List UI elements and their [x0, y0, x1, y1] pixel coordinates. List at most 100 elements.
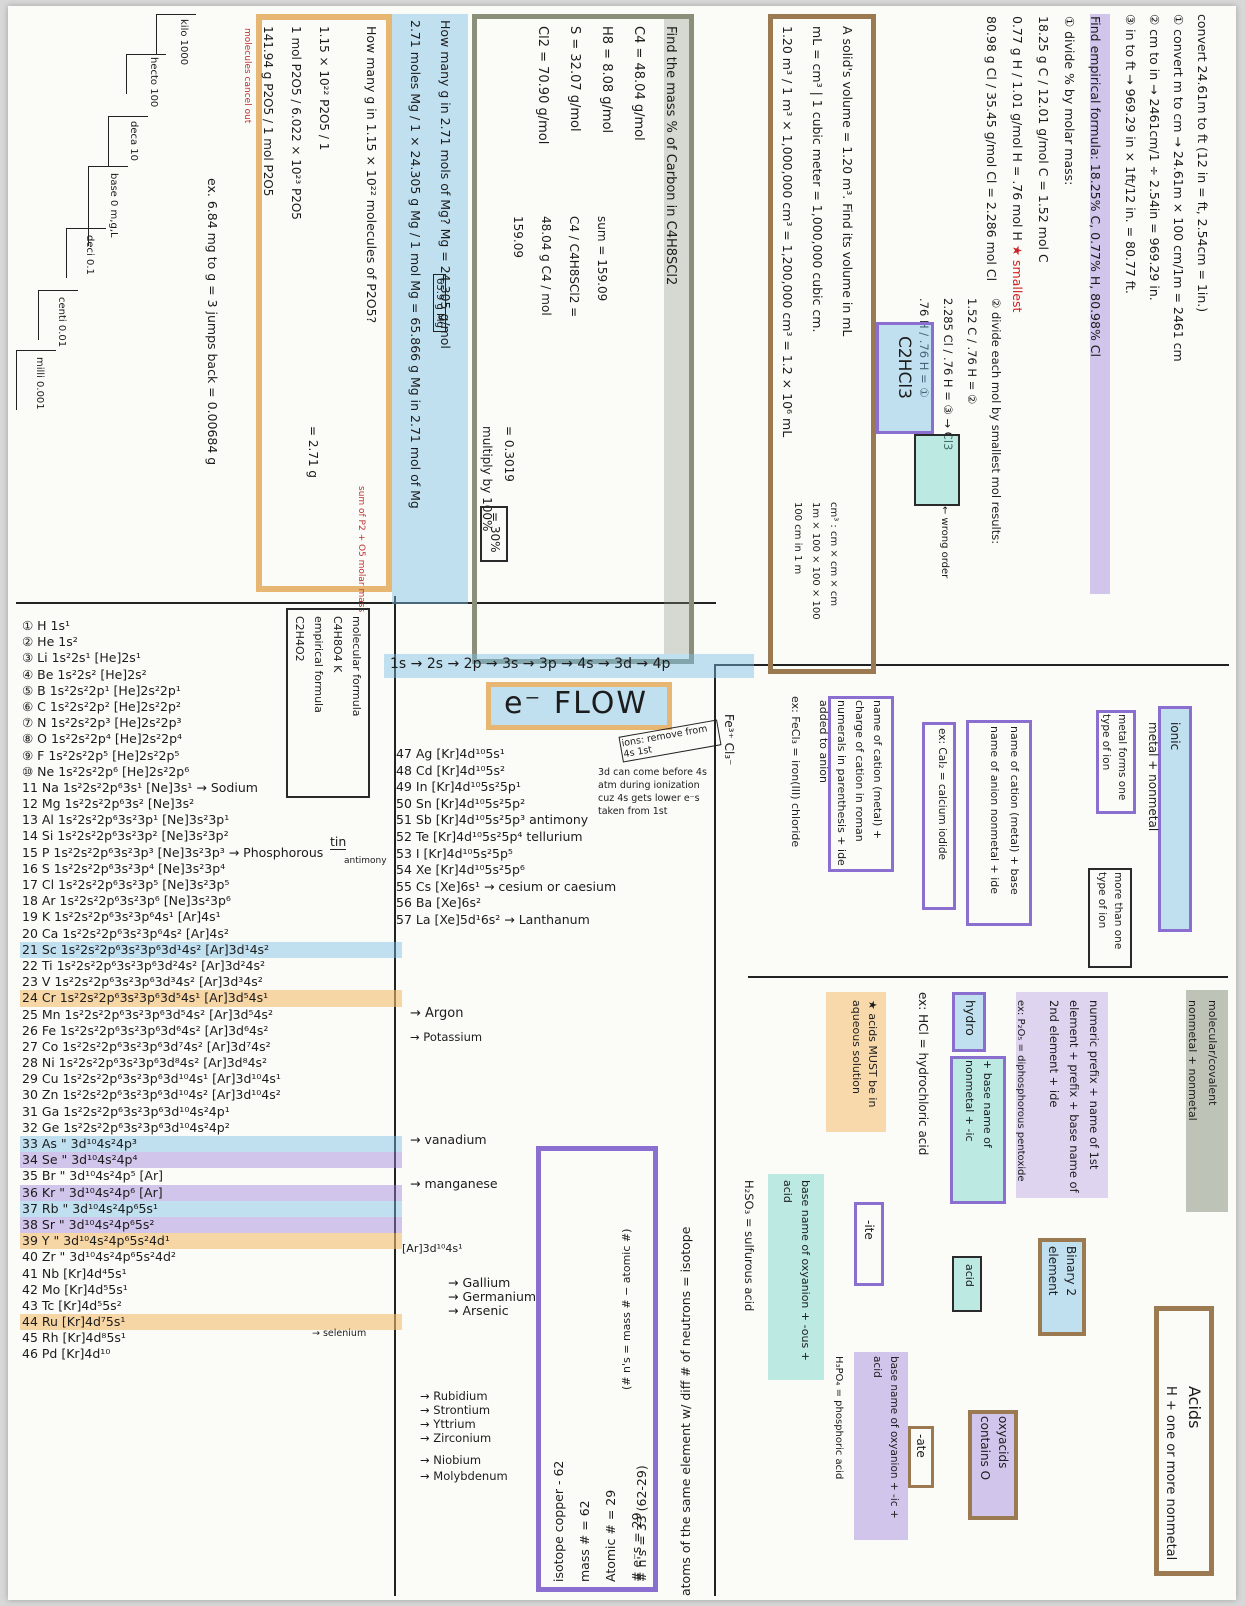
name-ni-config: [Ar]3d¹⁰4s¹ — [402, 1242, 463, 1255]
element-row: ① H 1s¹ — [22, 618, 71, 633]
conversion-block: convert 24.61m to ft (12 in = ft, 2.54cm… — [1118, 14, 1214, 362]
metric-milli: milli 0.001 — [16, 350, 56, 410]
ionic-header: ionic metal + nonmetal — [1142, 722, 1186, 831]
ionic-one: metal forms one type of ion — [1100, 714, 1128, 801]
eflow-note: 3d can come before 4s atm during ionizat… — [598, 767, 707, 817]
element-row: 32 Ge 1s²2s²2p⁶3s²3p⁶3d¹⁰4s²4p² — [22, 1119, 230, 1135]
divider-vertical-left — [394, 596, 396, 1596]
element-row: 45 Rh [Kr]4d⁸5s¹ — [22, 1330, 126, 1346]
element-row: 24 Cr 1s²2s²2p⁶3s²3p⁶3d⁵4s¹ [Ar]3d⁵4s¹ — [20, 990, 402, 1007]
empirical-answer: C2HCl3 — [894, 336, 914, 399]
phosphorus-calc-2: 1 mol P2O5 / 6.022 × 10²³ P2O5 — [289, 26, 303, 220]
element-row: 40 Zr " 3d¹⁰4s²4p⁶5s²4d² — [22, 1249, 176, 1265]
element-row: 16 S 1s²2s²2p⁶3s²3p⁴ [Ne]3s²3p⁴ — [22, 860, 226, 876]
magnesium-box — [392, 14, 468, 604]
element-row: 47 Ag [Kr]4d¹⁰5s¹ — [396, 746, 505, 761]
oxy-box — [968, 1410, 1018, 1520]
h2so3: H₂SO₃ = sulfurous acid — [742, 1180, 756, 1312]
ionic-one-box — [1096, 710, 1136, 814]
hydro-box — [952, 992, 986, 1052]
ate-label: -ate — [914, 1434, 928, 1458]
ite-box — [854, 1202, 884, 1286]
phosphorus-box — [256, 14, 392, 592]
ionic-ex1: ex: CaI₂ = calcium iodide — [936, 728, 948, 860]
name-molybdenum: → Molybdenum — [420, 1469, 508, 1483]
name-arsenic: → Arsenic — [448, 1303, 509, 1318]
eflow-sequence: 1s → 2s → 2p → 3s → 3p → 4s → 3d → 4p — [390, 656, 671, 672]
element-row: ⑩ Ne 1s²2s²2p⁶ [He]2s²2p⁶ — [22, 763, 190, 779]
molecular-rule: numeric prefix + name of 1st element + p… — [1047, 1000, 1101, 1193]
ionic-header-box — [1158, 706, 1192, 932]
conversion-title: convert 24.61m to ft (12 in = ft, 2.54cm… — [1195, 14, 1210, 313]
acids-title: Acids — [1185, 1386, 1204, 1429]
molecular-ex: ex: P₂O₅ = diphosphorous pentoxide — [1015, 1000, 1026, 1182]
masspct-answer: = 30% — [488, 512, 502, 553]
ionic-header-title: ionic — [1168, 722, 1182, 751]
isotope-definition: atoms of the same element w/ diff # of n… — [678, 1226, 693, 1596]
masspct-box — [472, 14, 694, 664]
ite-rule-box — [768, 1174, 824, 1380]
name-manganese: → manganese — [410, 1176, 498, 1191]
acids-note: ★ acids MUST be in aqueous solution — [850, 1000, 879, 1108]
hydro-label: hydro — [963, 1000, 978, 1036]
h3po4: H₃PO₄ = phosphoric acid — [833, 1356, 844, 1480]
smallest-note: ★ smallest — [1010, 244, 1025, 313]
element-row: 37 Rb " 3d¹⁰4s²4p⁶5s¹ — [20, 1200, 402, 1217]
masspct-sum: sum = 159.09 — [595, 216, 609, 302]
element-row: 49 In [Kr]4d¹⁰5s²5p¹ — [396, 779, 521, 795]
metric-deca: deca 10 — [108, 116, 148, 166]
eflow-label-box — [486, 682, 672, 730]
empirical-wrong-box — [914, 434, 960, 506]
isotope-neutrons: # n's = 33 (62-29) — [634, 1465, 649, 1582]
element-row: 22 Ti 1s²2s²2p⁶3s²3p⁶3d²4s² [Ar]3d²4s² — [22, 957, 265, 973]
isotope-formula: (# n's = mass # − atomic #) — [620, 1228, 633, 1390]
magnesium-title: How many g in 2.71 mols of Mg? Mg = 24.3… — [438, 20, 453, 349]
empirical-highlight — [1090, 14, 1110, 594]
ionic-fe: Fe³⁺ Cl₃⁻ — [722, 714, 736, 766]
ate-rule: base name of oxyanion + -ic + acid — [871, 1356, 900, 1519]
masspct-title-highlight — [664, 14, 690, 654]
acid-word-box — [952, 1256, 982, 1312]
empirical-step-2: ② divide each mol by smallest mol result… — [989, 298, 1003, 545]
element-row: 54 Xe [Kr]4d¹⁰5s²5p⁶ — [396, 862, 525, 878]
volume-box — [768, 14, 876, 674]
metric-base: base 0 m,g,L — [88, 166, 128, 246]
masspct-frac-2: 48.04 g C4 / mol — [539, 216, 553, 316]
volume-cube-3: 100 cm in 1 m — [792, 502, 803, 575]
ionic-rule2: name of cation (metal) + charge of catio… — [817, 700, 884, 866]
element-row: 43 Tc [Kr]4d⁵5s² — [22, 1297, 122, 1313]
element-row: 39 Y " 3d¹⁰4s²4p⁶5s²4d¹ — [20, 1233, 402, 1250]
name-zirconium: → Zirconium — [420, 1431, 492, 1445]
name-vanadium: → vanadium — [410, 1132, 487, 1147]
element-row: 20 Ca 1s²2s²2p⁶3s²3p⁶4s² [Ar]4s² — [22, 925, 229, 941]
molecular-header-title: molecular/covalent — [1206, 1000, 1219, 1106]
element-row: 25 Mn 1s²2s²2p⁶3s²3p⁶3d⁵4s² [Ar]3d⁵4s² — [22, 1006, 273, 1022]
element-row: ⑨ F 1s²2s²2p⁵ [He]2s²2p⁵ — [22, 747, 180, 763]
name-potassium: → Potassium — [410, 1030, 483, 1044]
masspct-title: Find the mass % of Carbon in C4H8SCl2 — [663, 26, 678, 286]
isotope-atomic: Atomic # = 29 — [603, 1489, 618, 1582]
element-row: 55 Cs [Xe]6s¹ → cesium or caesium — [396, 878, 617, 894]
element-row: 53 I [Kr]4d¹⁰5s²5p⁵ — [396, 845, 513, 861]
eflow-sequence-box — [384, 654, 754, 678]
acid-base-box — [950, 1056, 1006, 1204]
phosphorus-calc-1: 1.15 × 10²² P2O5 / 1 — [317, 26, 331, 151]
name-germanium: → Germanium — [448, 1289, 537, 1304]
element-row: 35 Br " 3d¹⁰4s²4p⁵ [Ar] — [22, 1168, 163, 1184]
name-argon: → Argon — [410, 1006, 464, 1021]
ionic-ex1-box — [922, 722, 956, 910]
oxy-label: oxyacids contains O — [978, 1416, 1010, 1481]
phosphorus-calc-3: 141.94 g P2O5 / 1 mol P2O5 — [261, 26, 275, 197]
acids-header: Acids H + one or more nonmetal — [1158, 1386, 1206, 1560]
element-row: 52 Te [Kr]4d¹⁰5s²5p⁴ tellurium — [396, 828, 583, 844]
metric-kilo: kilo 1000 — [156, 14, 196, 65]
element-row: 34 Se " 3d¹⁰4s²4p⁴ — [20, 1152, 402, 1169]
conversion-step-1: ① convert m to cm → 24.61m × 100 cm/1m =… — [1171, 14, 1186, 362]
metric-centi: centi 0.01 — [38, 290, 78, 347]
element-row: 18 Ar 1s²2s²2p⁶3s²3p⁶ [Ne]3s²3p⁶ — [22, 893, 231, 909]
element-row: 12 Mg 1s²2s²2p⁶3s² [Ne]3s² — [22, 796, 195, 812]
volume-cube-note: cm³ : cm × cm × cm 1m × 100 × 100 × 100 … — [788, 502, 842, 620]
binary-box — [1038, 1238, 1086, 1336]
magnesium-block: How many g in 2.71 mols of Mg? Mg = 24.3… — [400, 20, 460, 509]
